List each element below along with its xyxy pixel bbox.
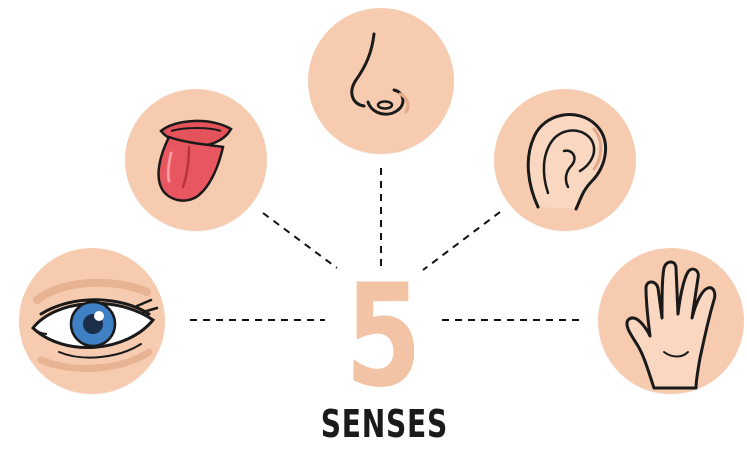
- hand-circle: [598, 248, 744, 394]
- eye-circle: [19, 248, 165, 394]
- connector-ear: [422, 211, 501, 271]
- nose-icon: [350, 32, 410, 116]
- tongue-circle: [125, 89, 267, 231]
- connector-tongue: [262, 212, 338, 269]
- eye-icon: [30, 278, 159, 372]
- number-five: 5: [344, 254, 422, 419]
- nose-circle: [308, 8, 454, 154]
- hand-icon: [625, 260, 717, 390]
- ear-icon: [526, 113, 608, 211]
- senses-label: SENSES: [320, 402, 448, 446]
- ear-circle: [494, 89, 636, 231]
- tongue-icon: [157, 119, 233, 202]
